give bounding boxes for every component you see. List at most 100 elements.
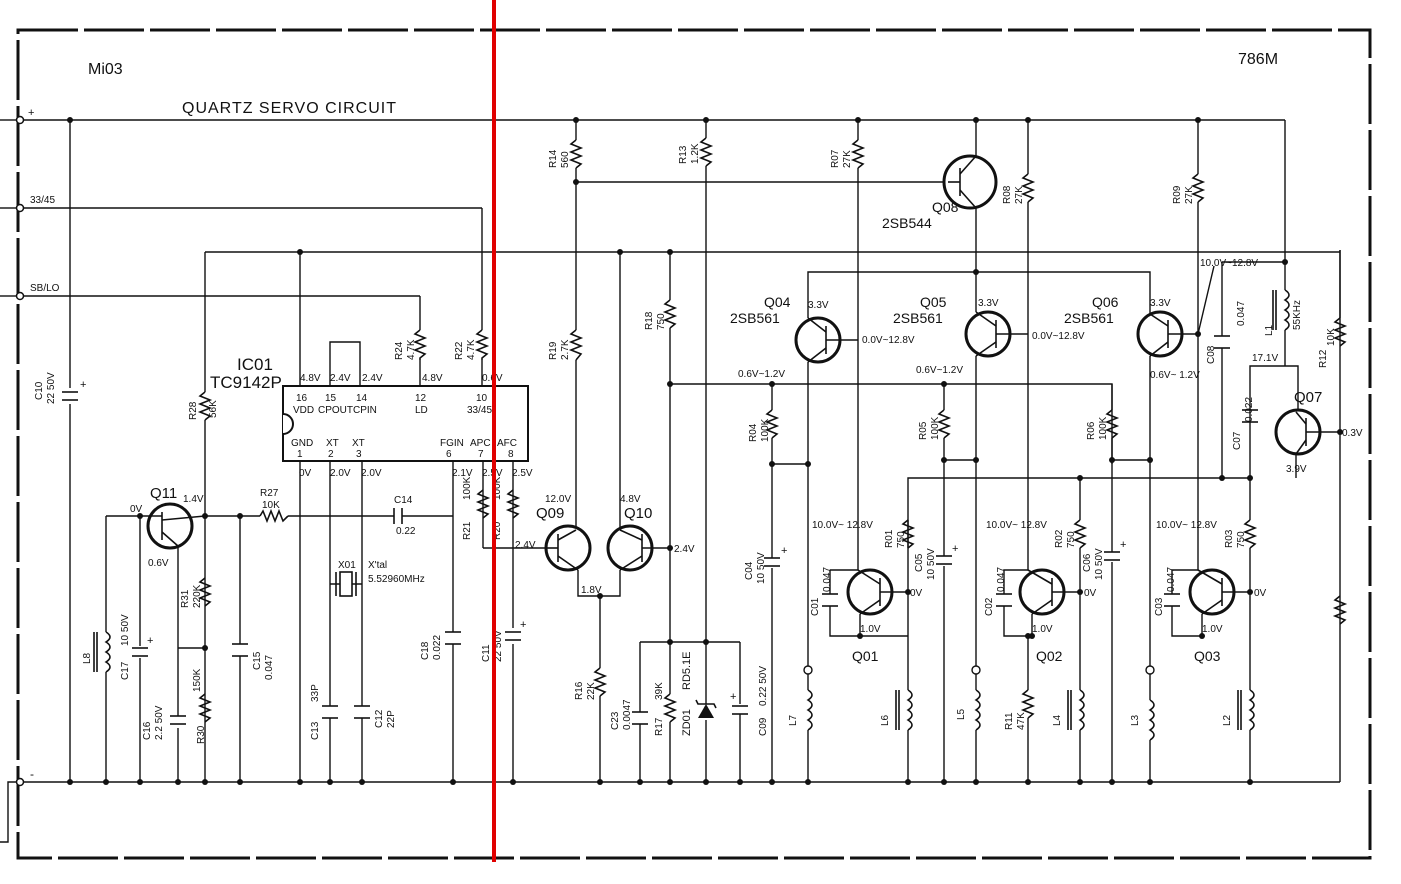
svg-text:R07: R07 — [830, 149, 841, 168]
svg-text:Q02: Q02 — [1036, 648, 1063, 664]
svg-text:GND: GND — [291, 438, 313, 449]
svg-text:10: 10 — [476, 393, 488, 404]
svg-text:Q11: Q11 — [150, 485, 177, 502]
svg-text:CPOUT: CPOUT — [318, 405, 353, 416]
model-label: 786M — [1238, 51, 1278, 68]
q06-transistor: Q06 2SB561 3.3V 0.6V~ 1.2V 10.0V~12.8V — [1064, 258, 1258, 381]
svg-text:C05: C05 — [914, 553, 925, 572]
l7-inductor: L7 — [788, 689, 813, 731]
svg-text:0.22 50V: 0.22 50V — [758, 666, 769, 706]
svg-text:10.0V~12.8V: 10.0V~12.8V — [1200, 258, 1258, 269]
svg-text:5.52960MHz: 5.52960MHz — [368, 574, 425, 585]
svg-text:10 50V: 10 50V — [1094, 548, 1105, 580]
svg-text:2.1V: 2.1V — [452, 468, 473, 479]
terminal-33-45-label: 33/45 — [30, 195, 55, 206]
svg-text:LD: LD — [415, 405, 428, 416]
svg-text:R08: R08 — [1002, 185, 1013, 204]
ic01-part: TC9142P — [210, 373, 282, 392]
svg-text:55KHz: 55KHz — [1292, 300, 1303, 330]
svg-text:4.8V: 4.8V — [422, 373, 443, 384]
q09-transistor: Q09 12.0V 2.4V — [515, 494, 592, 572]
svg-text:C23: C23 — [610, 711, 621, 730]
svg-text:47K: 47K — [1016, 712, 1027, 730]
svg-text:R22: R22 — [454, 341, 465, 360]
c09-capacitor: + C09 0.22 50V — [730, 666, 769, 736]
svg-text:100K: 100K — [930, 416, 941, 440]
r01-resistor: R01 750 — [884, 519, 916, 549]
r31-resistor: R31 220K — [180, 577, 213, 608]
terminal-plus: + — [0, 107, 34, 125]
svg-text:16: 16 — [296, 393, 308, 404]
svg-text:0.047: 0.047 — [1166, 567, 1177, 592]
svg-text:L4: L4 — [1052, 714, 1063, 726]
svg-text:100K: 100K — [492, 476, 503, 500]
r05-resistor: R05 100K — [918, 409, 952, 440]
svg-text:R04: R04 — [748, 423, 759, 442]
svg-text:17.1V: 17.1V — [1252, 353, 1278, 364]
c10-value: 22 50V — [46, 372, 57, 404]
svg-text:7: 7 — [478, 449, 484, 460]
svg-text:8: 8 — [508, 449, 514, 460]
terminal-plus-label: + — [28, 107, 34, 119]
svg-text:C09: C09 — [758, 717, 769, 736]
svg-text:XT: XT — [326, 438, 339, 449]
r02-resistor: R02 750 — [1054, 519, 1088, 549]
svg-text:R14: R14 — [548, 149, 559, 168]
svg-text:Q09: Q09 — [536, 505, 564, 522]
svg-text:C08: C08 — [1206, 345, 1217, 364]
r04-resistor: R04 100K — [748, 409, 780, 442]
l5-inductor: L5 — [956, 689, 981, 731]
r13-resistor: R13 1.2K — [678, 137, 714, 167]
terminal-sb-lo-label: SB/LO — [30, 283, 60, 294]
svg-text:10.0V~ 12.8V: 10.0V~ 12.8V — [812, 520, 873, 531]
svg-text:2.0V: 2.0V — [361, 468, 382, 479]
svg-text:10 50V: 10 50V — [120, 614, 131, 646]
svg-text:22K: 22K — [586, 682, 597, 700]
svg-text:R31: R31 — [180, 589, 191, 608]
q08-transistor: Q08 2SB544 — [882, 154, 998, 231]
svg-text:33P: 33P — [310, 684, 321, 702]
svg-text:C01: C01 — [810, 597, 821, 616]
svg-text:0V: 0V — [1084, 588, 1097, 599]
svg-text:1.8V: 1.8V — [581, 585, 602, 596]
svg-text:0V: 0V — [910, 588, 923, 599]
svg-text:0V: 0V — [1254, 588, 1267, 599]
r16-resistor: R18 750 — [644, 299, 678, 330]
r21-resistor: R21 100K — [462, 476, 491, 540]
r22-resistor: R22 4.7K — [454, 329, 490, 360]
svg-text:1.0V: 1.0V — [860, 624, 881, 635]
svg-text:R30: R30 — [196, 725, 207, 744]
l2-inductor: L2 — [1222, 689, 1255, 731]
svg-text:27K: 27K — [842, 150, 853, 168]
svg-text:XT: XT — [352, 438, 365, 449]
r06-resistor: R06 100K — [1086, 409, 1120, 440]
svg-text:33/45: 33/45 — [467, 405, 492, 416]
svg-text:4.7K: 4.7K — [406, 339, 417, 360]
q11-transistor: Q11 0V 1.4V 0.6V — [106, 485, 206, 569]
svg-text:R11: R11 — [1004, 712, 1015, 730]
svg-text:3: 3 — [356, 449, 362, 460]
svg-text:L5: L5 — [956, 708, 967, 720]
c05-capacitor: + C05 10 50V — [914, 543, 958, 580]
svg-text:R20: R20 — [492, 521, 503, 540]
svg-text:R03: R03 — [1224, 529, 1235, 548]
svg-text:100K: 100K — [760, 418, 771, 442]
svg-text:APC: APC — [470, 438, 491, 449]
svg-text:2: 2 — [328, 449, 334, 460]
svg-text:1.0V: 1.0V — [1202, 624, 1223, 635]
c15-capacitor: C15 0.047 — [232, 643, 275, 680]
svg-text:+: + — [952, 543, 958, 555]
terminal-minus-label: - — [30, 767, 34, 781]
svg-text:R28: R28 — [188, 401, 199, 420]
c17-capacitor: + C17 10 50V — [120, 614, 153, 680]
svg-text:0.6V~1.2V: 0.6V~1.2V — [916, 365, 963, 376]
svg-text:0.0V~12.8V: 0.0V~12.8V — [862, 335, 915, 346]
svg-text:R21: R21 — [462, 521, 473, 540]
r08-resistor: R08 27K — [1002, 173, 1036, 204]
svg-text:0.6V: 0.6V — [148, 558, 169, 569]
svg-text:10 50V: 10 50V — [926, 548, 937, 580]
svg-text:6: 6 — [446, 449, 452, 460]
c16-capacitor: C16 2.2 50V — [142, 705, 186, 740]
svg-text:3.3V: 3.3V — [1150, 298, 1171, 309]
